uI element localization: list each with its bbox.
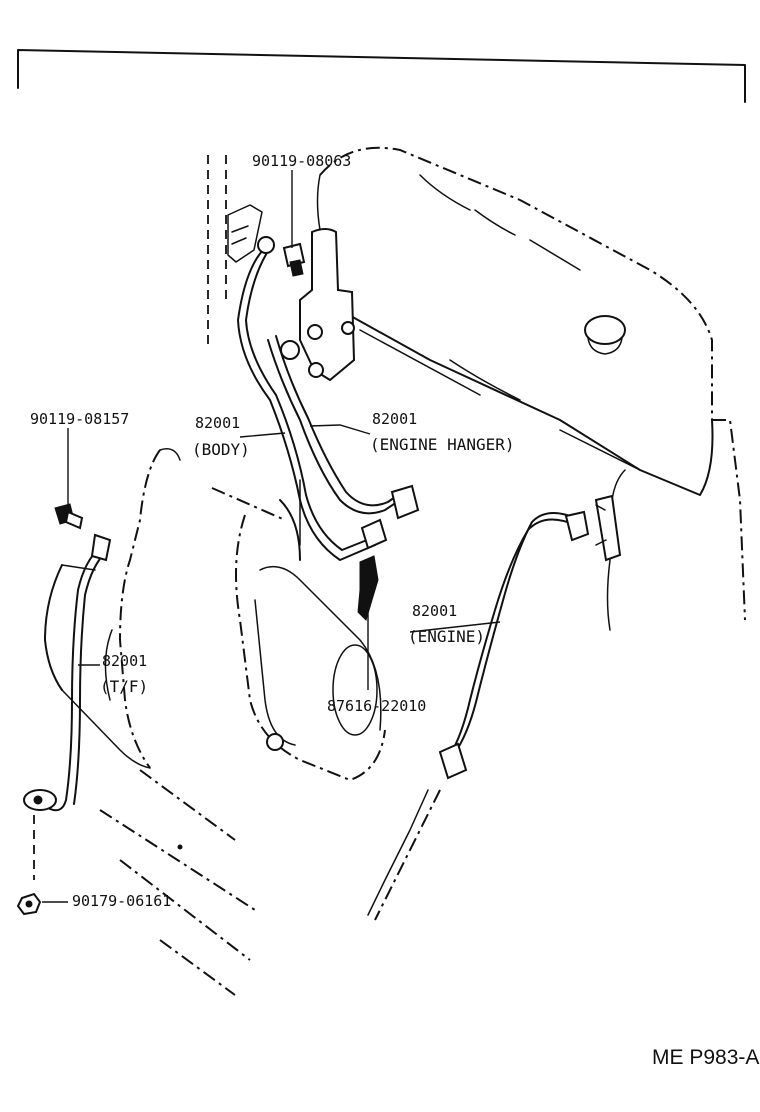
label-nut: 90179-06161 — [72, 892, 171, 910]
figure-code: ME P983-A — [652, 1046, 759, 1069]
label-strap-hanger-name: (ENGINE HANGER) — [370, 435, 515, 454]
ground-strap-engine-hanger — [267, 335, 420, 520]
ground-strap-body — [237, 236, 388, 561]
bolt-90119-08063 — [282, 242, 306, 277]
frame-bracket — [17, 49, 746, 103]
label-bolt-top: 90119-08063 — [252, 152, 351, 170]
label-strap-hanger-num: 82001 — [372, 410, 417, 428]
label-strap-body-num: 82001 — [195, 414, 240, 432]
body-pillar-outline — [207, 155, 227, 350]
ground-strap-tf — [23, 533, 112, 880]
transmission-housing — [211, 479, 386, 782]
label-strap-tf-num: 82001 — [102, 652, 147, 670]
label-strap-engine-name: (ENGINE) — [408, 627, 485, 646]
leader-lines — [42, 170, 501, 903]
body-tab — [227, 204, 263, 263]
ground-strap-engine — [367, 494, 622, 921]
engine-hanger-bracket — [299, 228, 356, 382]
nut-90179-06161 — [16, 892, 42, 916]
label-bolt-left: 90119-08157 — [30, 410, 129, 428]
label-strap-tf-name: (T/F) — [100, 677, 148, 696]
label-strap-body-name: (BODY) — [192, 440, 250, 459]
clamp-part — [357, 555, 379, 621]
label-strap-engine-num: 82001 — [412, 602, 457, 620]
transfer-case — [44, 448, 256, 996]
engine-block — [316, 146, 746, 631]
bolt-90119-08157 — [54, 503, 84, 530]
label-clamp: 87616-22010 — [327, 697, 426, 715]
